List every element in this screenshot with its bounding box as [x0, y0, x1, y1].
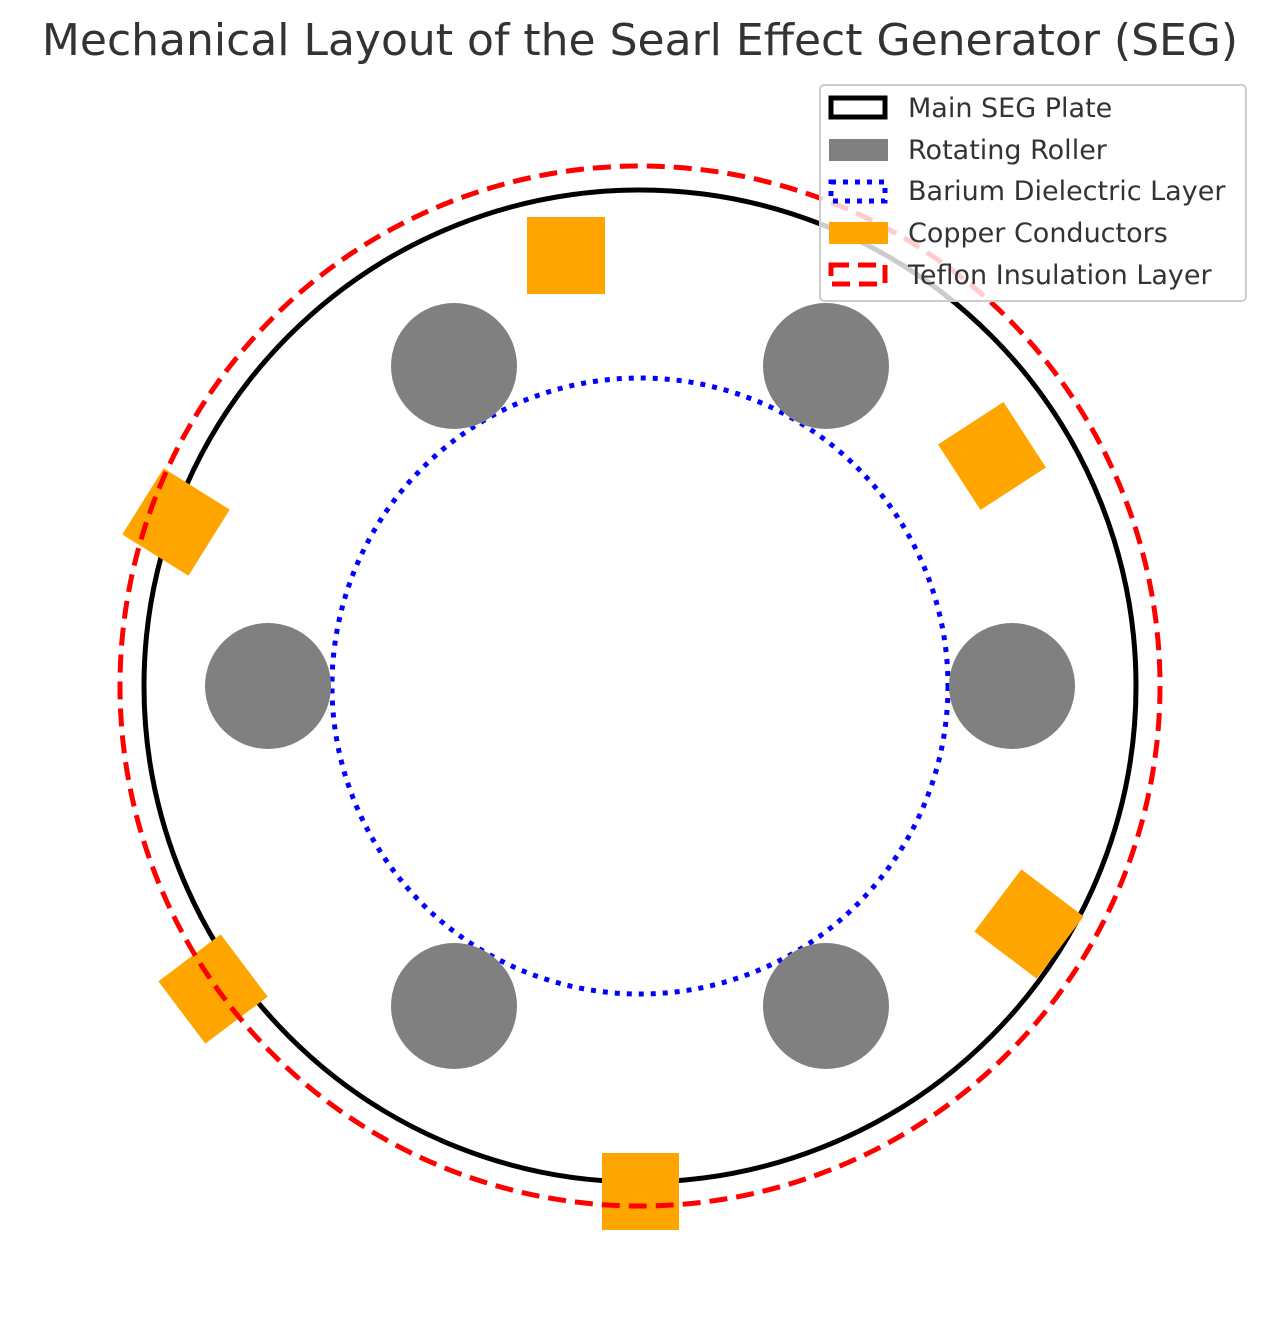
copper-conductor	[122, 468, 230, 576]
rotating-roller	[763, 943, 889, 1069]
roller-swatch-icon	[829, 139, 888, 161]
legend: Main SEG Plate Rotating Roller Barium Di…	[819, 84, 1247, 302]
copper-swatch-icon	[829, 222, 888, 244]
barium-dielectric-layer	[329, 375, 951, 997]
legend-label: Rotating Roller	[908, 135, 1108, 166]
legend-label: Main SEG Plate	[908, 93, 1112, 124]
legend-label: Barium Dielectric Layer	[908, 176, 1226, 207]
rotating-roller	[205, 623, 331, 749]
roller-group	[205, 303, 1075, 1069]
rotating-roller	[949, 623, 1075, 749]
diagram-title: Mechanical Layout of the Searl Effect Ge…	[42, 15, 1238, 66]
copper-conductor	[974, 869, 1084, 979]
legend-label: Teflon Insulation Layer	[907, 260, 1213, 291]
copper-conductor	[938, 402, 1046, 510]
teflon-insulation-layer	[117, 163, 1163, 1209]
legend-box	[819, 84, 1247, 302]
copper-conductor	[527, 217, 605, 294]
legend-label: Copper Conductors	[908, 218, 1168, 249]
rotating-roller	[391, 943, 517, 1069]
teflon-swatch-icon	[828, 262, 888, 287]
plate-swatch-icon	[828, 95, 888, 120]
rotating-roller	[391, 303, 517, 429]
rotating-roller	[763, 303, 889, 429]
dielectric-swatch-icon	[828, 179, 888, 204]
copper-conductor	[602, 1153, 679, 1230]
